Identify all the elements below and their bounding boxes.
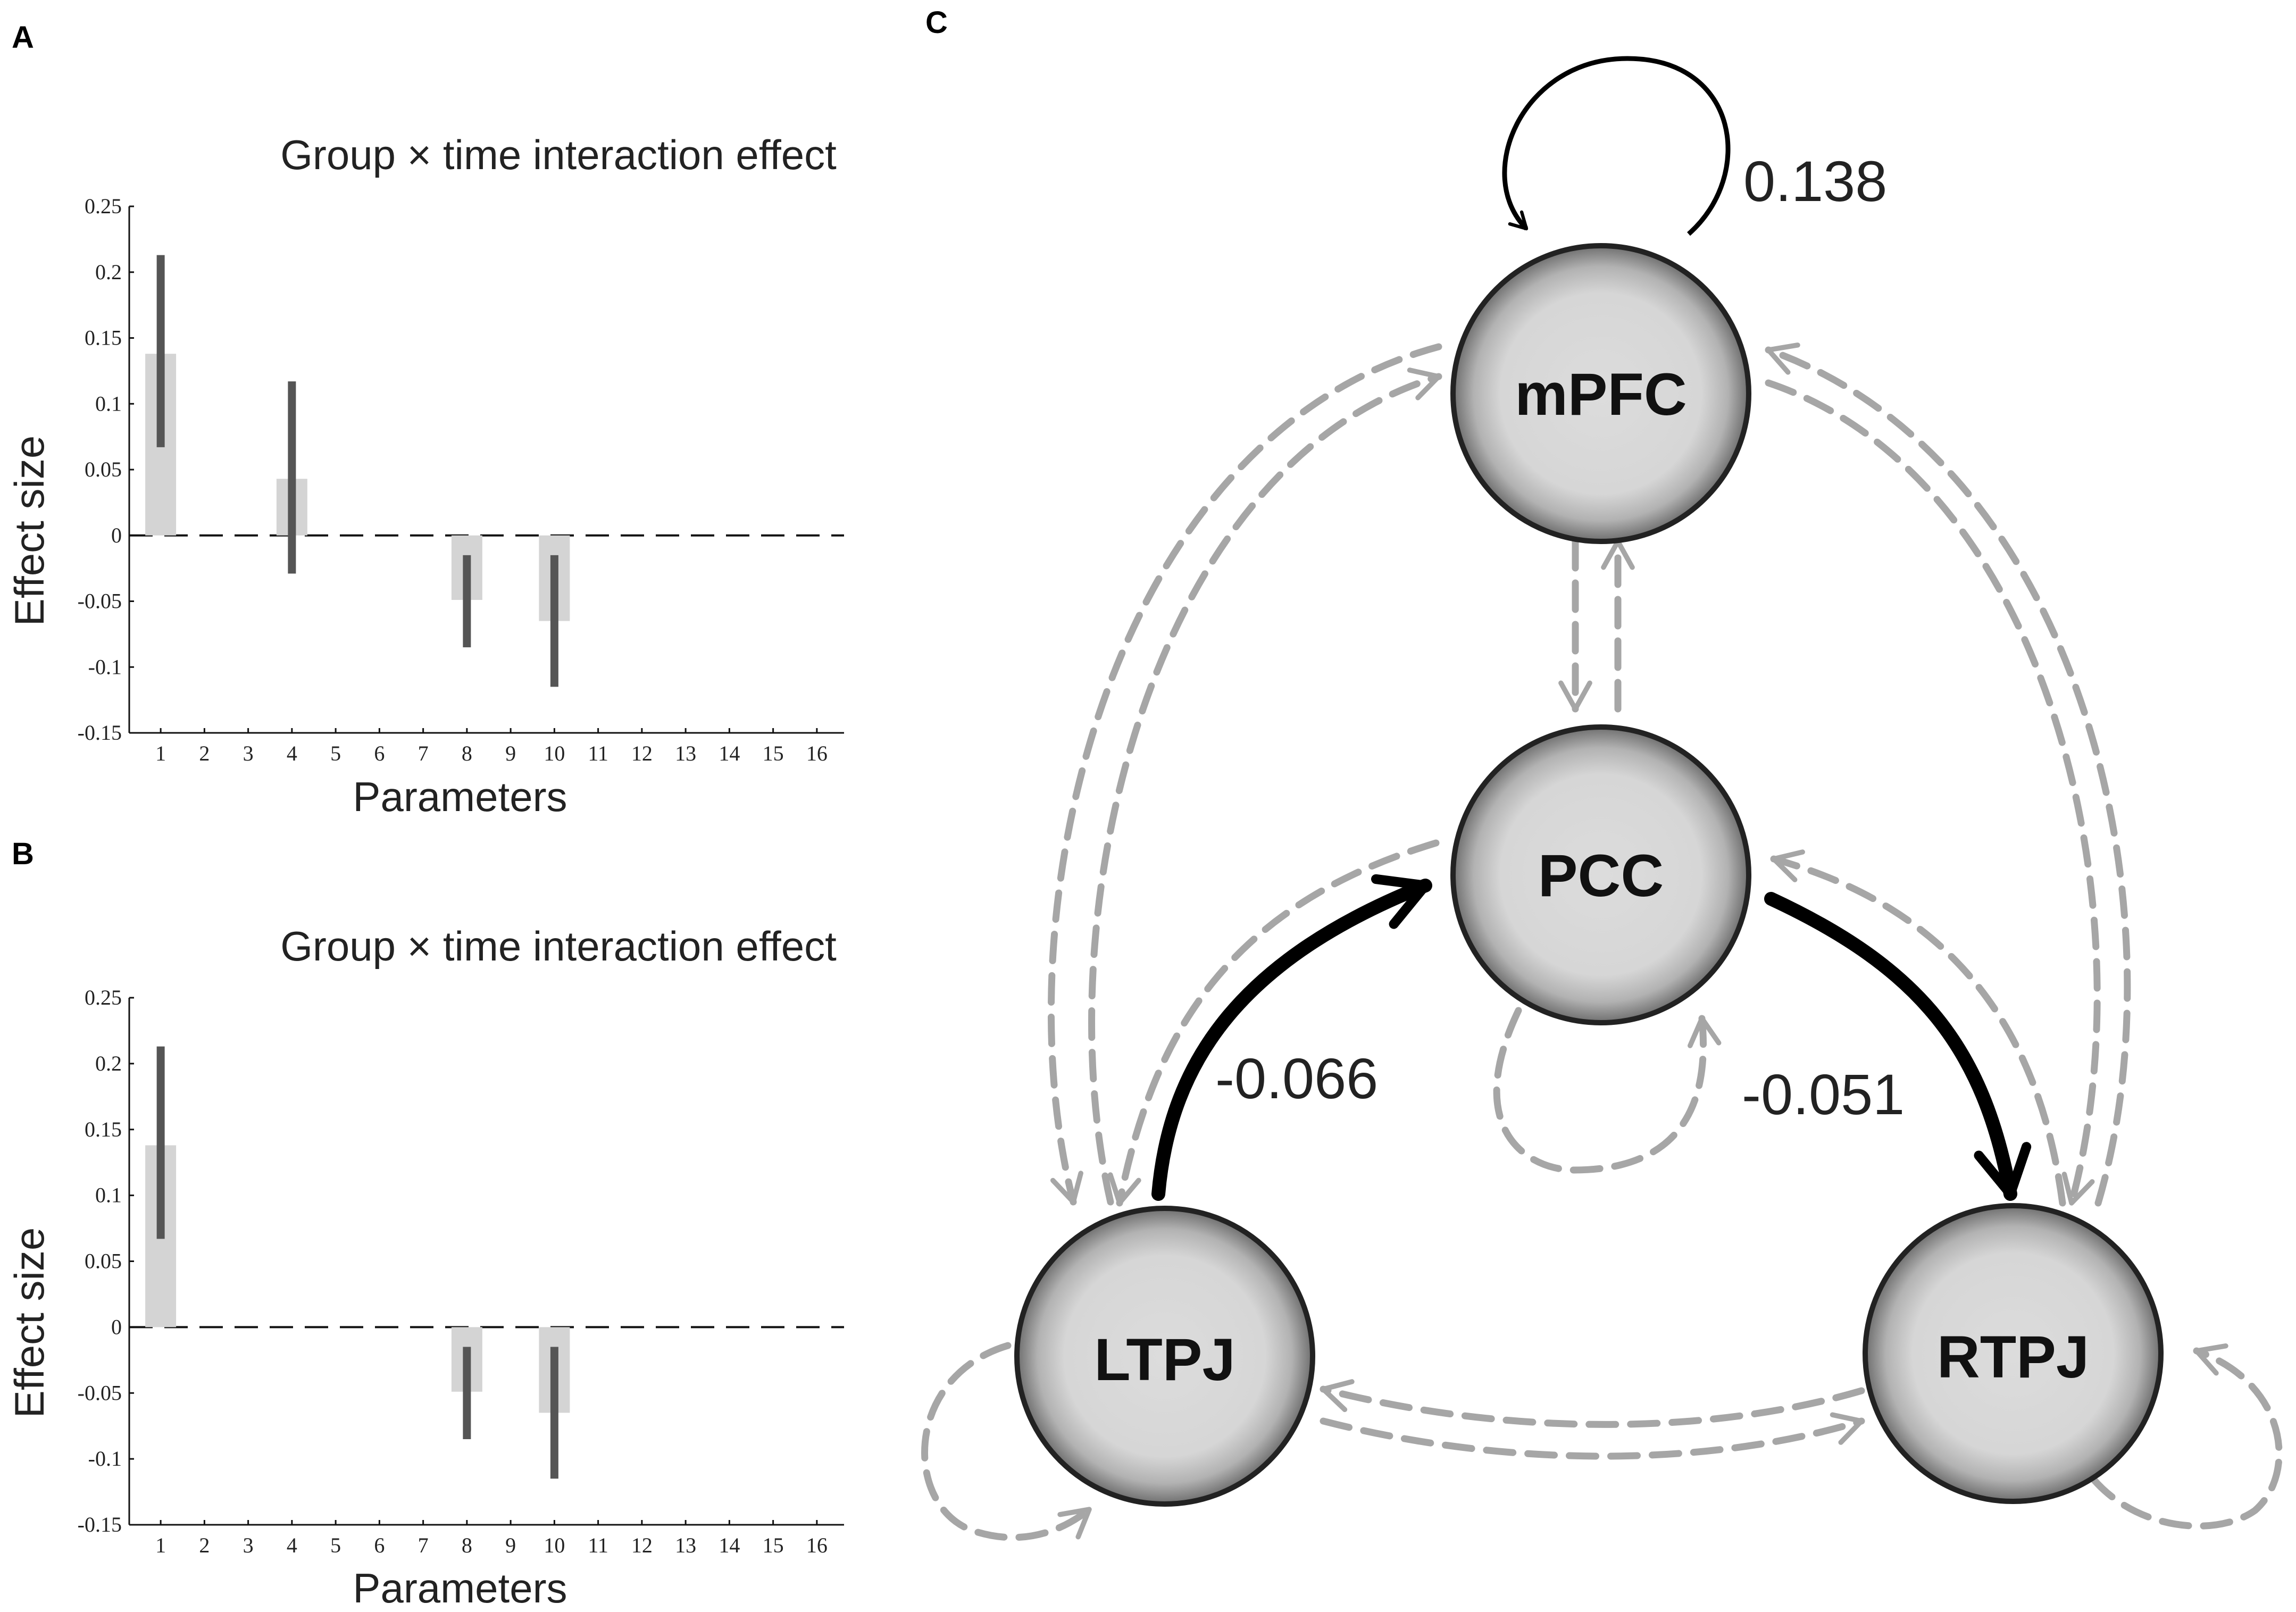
edge-label-ltpj-to-pcc: -0.066: [1215, 1046, 1378, 1110]
chart-a-xlabel: Parameters: [353, 773, 567, 820]
x-tick-label: 6: [374, 741, 385, 765]
edge-rtpj-to-mpfc: [1765, 343, 2131, 1207]
x-tick-label: 5: [330, 1533, 341, 1557]
edge-ltpj-to-rtpj: [1320, 1412, 1865, 1460]
node-rtpj: RTPJ: [1863, 1203, 2164, 1504]
x-tick-label: 11: [588, 741, 608, 765]
y-tick-label: 0.25: [85, 194, 122, 218]
x-tick-label: 16: [806, 741, 828, 765]
node-mpfc: mPFC: [1450, 243, 1751, 544]
node-label-pcc: PCC: [1538, 842, 1664, 909]
chart-a-ylabel: Effect size: [6, 436, 53, 626]
edge-mpfc-to-rtpj: [1765, 379, 2101, 1207]
x-tick-label: 4: [287, 1533, 297, 1557]
chart-b: Group × time interaction effect Paramete…: [6, 923, 844, 1611]
x-tick-label: 9: [505, 1533, 516, 1557]
edge-label-mpfc-self: 0.138: [1743, 149, 1887, 213]
x-tick-label: 13: [675, 741, 696, 765]
y-tick-label: -0.1: [88, 1447, 122, 1471]
x-tick-label: 1: [155, 1533, 166, 1557]
y-tick-label: 0.05: [85, 1249, 122, 1273]
panel-letter-c: C: [925, 5, 948, 40]
x-tick-label: 4: [287, 741, 297, 765]
y-tick-label: 0.15: [85, 1117, 122, 1141]
x-tick-label: 14: [719, 741, 740, 765]
chart-b-title: Group × time interaction effect: [280, 923, 837, 970]
x-tick-label: 12: [631, 1533, 653, 1557]
edge-pcc-to-rtpj: [1764, 892, 2032, 1201]
chart-a-title: Group × time interaction effect: [280, 131, 837, 178]
edge-ltpj-to-mpfc: [1088, 367, 1442, 1206]
x-tick-label: 2: [199, 1533, 210, 1557]
x-tick-label: 5: [330, 741, 341, 765]
x-tick-label: 15: [763, 1533, 784, 1557]
y-tick-label: 0: [111, 1315, 122, 1339]
edge-rtpj-to-pcc: [1770, 849, 2066, 1207]
y-tick-label: 0.05: [85, 457, 122, 481]
panel-letter-a: A: [12, 20, 34, 55]
chart-a: Group × time interaction effect Paramete…: [6, 131, 844, 820]
panel-letter-b: B: [12, 837, 34, 871]
x-tick-label: 16: [806, 1533, 828, 1557]
x-tick-label: 10: [544, 1533, 565, 1557]
edge-mpfc-self: [1502, 56, 1731, 236]
x-tick-label: 15: [763, 741, 784, 765]
edge-mpfc-to-ltpj: [1048, 343, 1442, 1206]
x-tick-label: 8: [462, 1533, 472, 1557]
y-tick-label: -0.05: [78, 1381, 122, 1405]
x-tick-label: 1: [155, 741, 166, 765]
node-label-mpfc: mPFC: [1515, 361, 1687, 428]
y-tick-label: 0.2: [95, 260, 122, 284]
x-tick-label: 3: [243, 741, 254, 765]
y-tick-label: 0.2: [95, 1051, 122, 1075]
edge-pcc-to-ltpj: [1108, 839, 1440, 1207]
x-tick-label: 13: [675, 1533, 696, 1557]
y-tick-label: 0.15: [85, 326, 122, 350]
node-pcc: PCC: [1450, 724, 1751, 1025]
node-label-ltpj: LTPJ: [1094, 1326, 1235, 1393]
y-tick-label: 0.25: [85, 985, 122, 1009]
edge-label-pcc-to-rtpj: -0.051: [1742, 1062, 1905, 1126]
x-tick-label: 14: [719, 1533, 740, 1557]
x-tick-label: 9: [505, 741, 516, 765]
x-tick-label: 8: [462, 741, 472, 765]
node-label-rtpj: RTPJ: [1937, 1324, 2089, 1390]
edge-ltpj-to-pcc: [1151, 874, 1432, 1201]
x-tick-label: 11: [588, 1533, 608, 1557]
y-tick-label: -0.1: [88, 655, 122, 679]
x-tick-label: 2: [199, 741, 210, 765]
x-tick-label: 6: [374, 1533, 385, 1557]
y-tick-label: -0.15: [78, 721, 122, 745]
x-tick-label: 7: [418, 1533, 429, 1557]
network-diagram: 0.138 -0.066 -0.051 mPFC PCC LTPJ RTPJ: [921, 56, 2283, 1541]
y-tick-label: -0.05: [78, 589, 122, 613]
y-tick-label: 0.1: [95, 1183, 122, 1207]
edge-pcc-self: [1493, 1007, 1722, 1174]
x-tick-label: 10: [544, 741, 565, 765]
node-ltpj: LTPJ: [1014, 1206, 1315, 1507]
edge-rtpj-self: [2089, 1343, 2283, 1530]
y-tick-label: -0.15: [78, 1513, 122, 1536]
x-tick-label: 7: [418, 741, 429, 765]
x-tick-label: 12: [631, 741, 653, 765]
chart-b-xlabel: Parameters: [353, 1565, 567, 1611]
x-tick-label: 3: [243, 1533, 254, 1557]
y-tick-label: 0: [111, 523, 122, 547]
edge-rtpj-to-ltpj: [1320, 1379, 1865, 1428]
edge-ltpj-self: [921, 1342, 1093, 1541]
chart-b-ylabel: Effect size: [6, 1227, 53, 1418]
y-tick-label: 0.1: [95, 391, 122, 415]
